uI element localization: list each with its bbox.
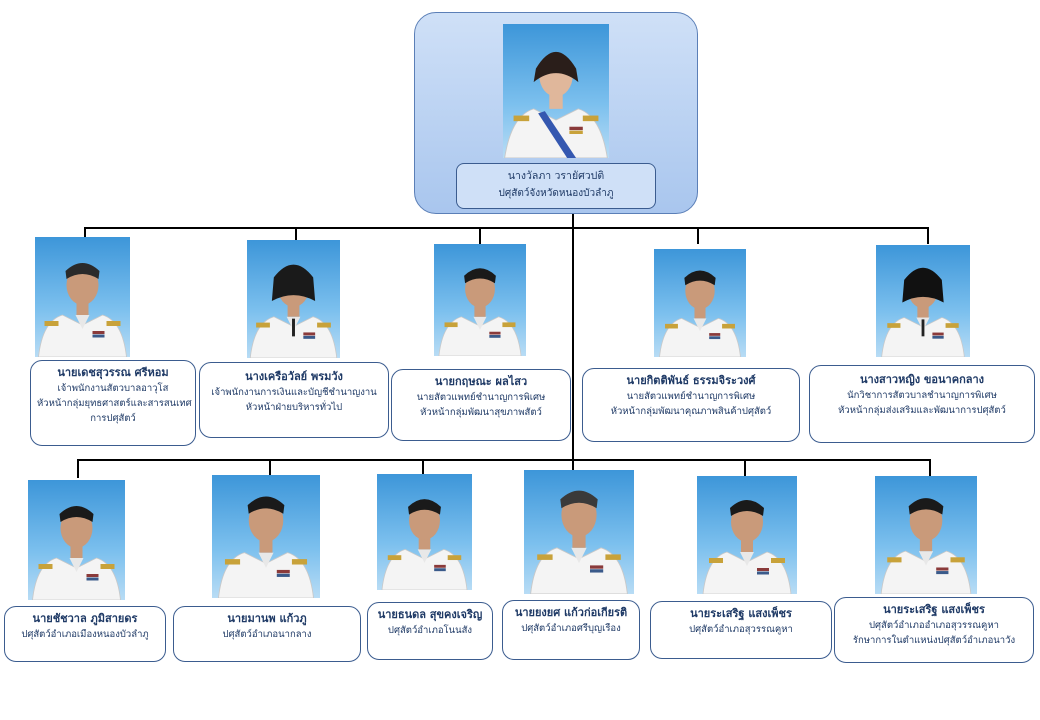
district-1-name: นายชัชวาล ภูมิสายดร (32, 612, 138, 625)
district-6-photo (875, 476, 977, 594)
staff-3-position-line: นายสัตวแพทย์ชำนาญการพิเศษ (416, 392, 546, 403)
staff-5-card: นางสาวหญิง ขอนาคกลางนักวิชาการสัตวบาลชำน… (809, 365, 1035, 443)
district-1-card: นายชัชวาล ภูมิสายดรปศุสัตว์อำเภอเมืองหนอ… (4, 606, 166, 662)
staff-1-photo (35, 237, 130, 357)
district-2-name: นายมานพ แก้วภู (227, 612, 307, 625)
district-3-card: นายธนดล สุขคงเจริญปศุสัตว์อำเภอโนนสัง (367, 602, 493, 660)
staff-4-position-line: หัวหน้ากลุ่มพัฒนาคุณภาพสินค้าปศุสัตว์ (610, 406, 772, 417)
district-3-name: นายธนดล สุขคงเจริญ (377, 608, 483, 621)
district-3-photo (377, 474, 472, 590)
district-6-position-line: ปศุสัตว์อำเภออำเภอสุวรรณคูหา (869, 620, 999, 631)
district-5-card: นายระเสริฐ แสงเพ็ชรปศุสัตว์อำเภอสุวรรณคู… (650, 601, 832, 659)
staff-1-position-line: การปศุสัตว์ (90, 413, 136, 424)
staff-5-photo (876, 245, 970, 357)
staff-1-card: นายเดชสุวรรณ ศรีหอมเจ้าพนักงานสัตวบาลอาว… (30, 360, 196, 446)
staff-1-position-line: หัวหน้ากลุ่มยุทธศาสตร์และสารสนเทศ (37, 398, 192, 409)
staff-2-position-line: เจ้าพนักงานการเงินและบัญชีชำนาญงาน (211, 387, 377, 398)
staff-3-name: นายกฤษณะ ผลไสว (434, 375, 528, 388)
staff-1-name: นายเดชสุวรรณ ศรีหอม (57, 366, 169, 379)
staff-3-card: นายกฤษณะ ผลไสวนายสัตวแพทย์ชำนาญการพิเศษห… (391, 369, 571, 441)
district-5-photo (697, 476, 797, 594)
district-3-position-line: ปศุสัตว์อำเภอโนนสัง (387, 625, 473, 636)
district-6-name: นายระเสริฐ แสงเพ็ชร (883, 603, 985, 616)
head-label: นางวัลภา วรายัศวปติ ปศุสัตว์จังหวัดหนองบ… (456, 163, 656, 209)
district-5-name: นายระเสริฐ แสงเพ็ชร (690, 607, 792, 620)
staff-1-position-line: เจ้าพนักงานสัตวบาลอาวุโส (57, 383, 169, 394)
district-5-position-line: ปศุสัตว์อำเภอสุวรรณคูหา (689, 624, 793, 635)
staff-2-photo (247, 240, 340, 358)
staff-5-position-line: หัวหน้ากลุ่มส่งเสริมและพัฒนาการปศุสัตว์ (838, 405, 1006, 416)
district-4-card: นายยงยศ แก้วก่อเกียรติปศุสัตว์อำเภอศรีบุ… (502, 600, 640, 660)
staff-4-name: นายกิตติพันธ์ ธรรมจิระวงศ์ (626, 374, 756, 387)
district-4-name: นายยงยศ แก้วก่อเกียรติ (514, 606, 628, 619)
district-6-position-line: รักษาการในตำแหน่งปศุสัตว์อำเภอนาวัง (852, 635, 1016, 646)
district-1-position-line: ปศุสัตว์อำเภอเมืองหนองบัวลำภู (21, 629, 149, 640)
staff-3-photo (434, 244, 526, 356)
staff-4-photo (654, 249, 746, 357)
head-position: ปศุสัตว์จังหวัดหนองบัวลำภู (498, 188, 614, 199)
staff-5-position-line: นักวิชาการสัตวบาลชำนาญการพิเศษ (847, 390, 997, 401)
district-6-card: นายระเสริฐ แสงเพ็ชรปศุสัตว์อำเภออำเภอสุว… (834, 597, 1034, 663)
staff-2-card: นางเครือวัลย์ พรมวังเจ้าพนักงานการเงินแล… (199, 362, 389, 438)
head-name: นางวัลภา วรายัศวปติ (507, 170, 605, 182)
district-4-position-line: ปศุสัตว์อำเภอศรีบุญเรือง (521, 623, 621, 634)
district-4-photo (524, 470, 634, 594)
staff-5-name: นางสาวหญิง ขอนาคกลาง (859, 373, 985, 386)
staff-2-position-line: หัวหน้าฝ่ายบริหารทั่วไป (245, 402, 343, 413)
staff-4-position-line: นายสัตวแพทย์ชำนาญการพิเศษ (626, 391, 756, 402)
district-2-card: นายมานพ แก้วภูปศุสัตว์อำเภอนากลาง (173, 606, 361, 662)
staff-2-name: นางเครือวัลย์ พรมวัง (245, 370, 343, 383)
district-1-photo (28, 480, 125, 600)
district-2-photo (212, 475, 320, 598)
staff-4-card: นายกิตติพันธ์ ธรรมจิระวงศ์นายสัตวแพทย์ชำ… (582, 368, 800, 442)
district-2-position-line: ปศุสัตว์อำเภอนากลาง (222, 629, 312, 640)
staff-3-position-line: หัวหน้ากลุ่มพัฒนาสุขภาพสัตว์ (420, 407, 542, 418)
head-photo (503, 24, 609, 158)
